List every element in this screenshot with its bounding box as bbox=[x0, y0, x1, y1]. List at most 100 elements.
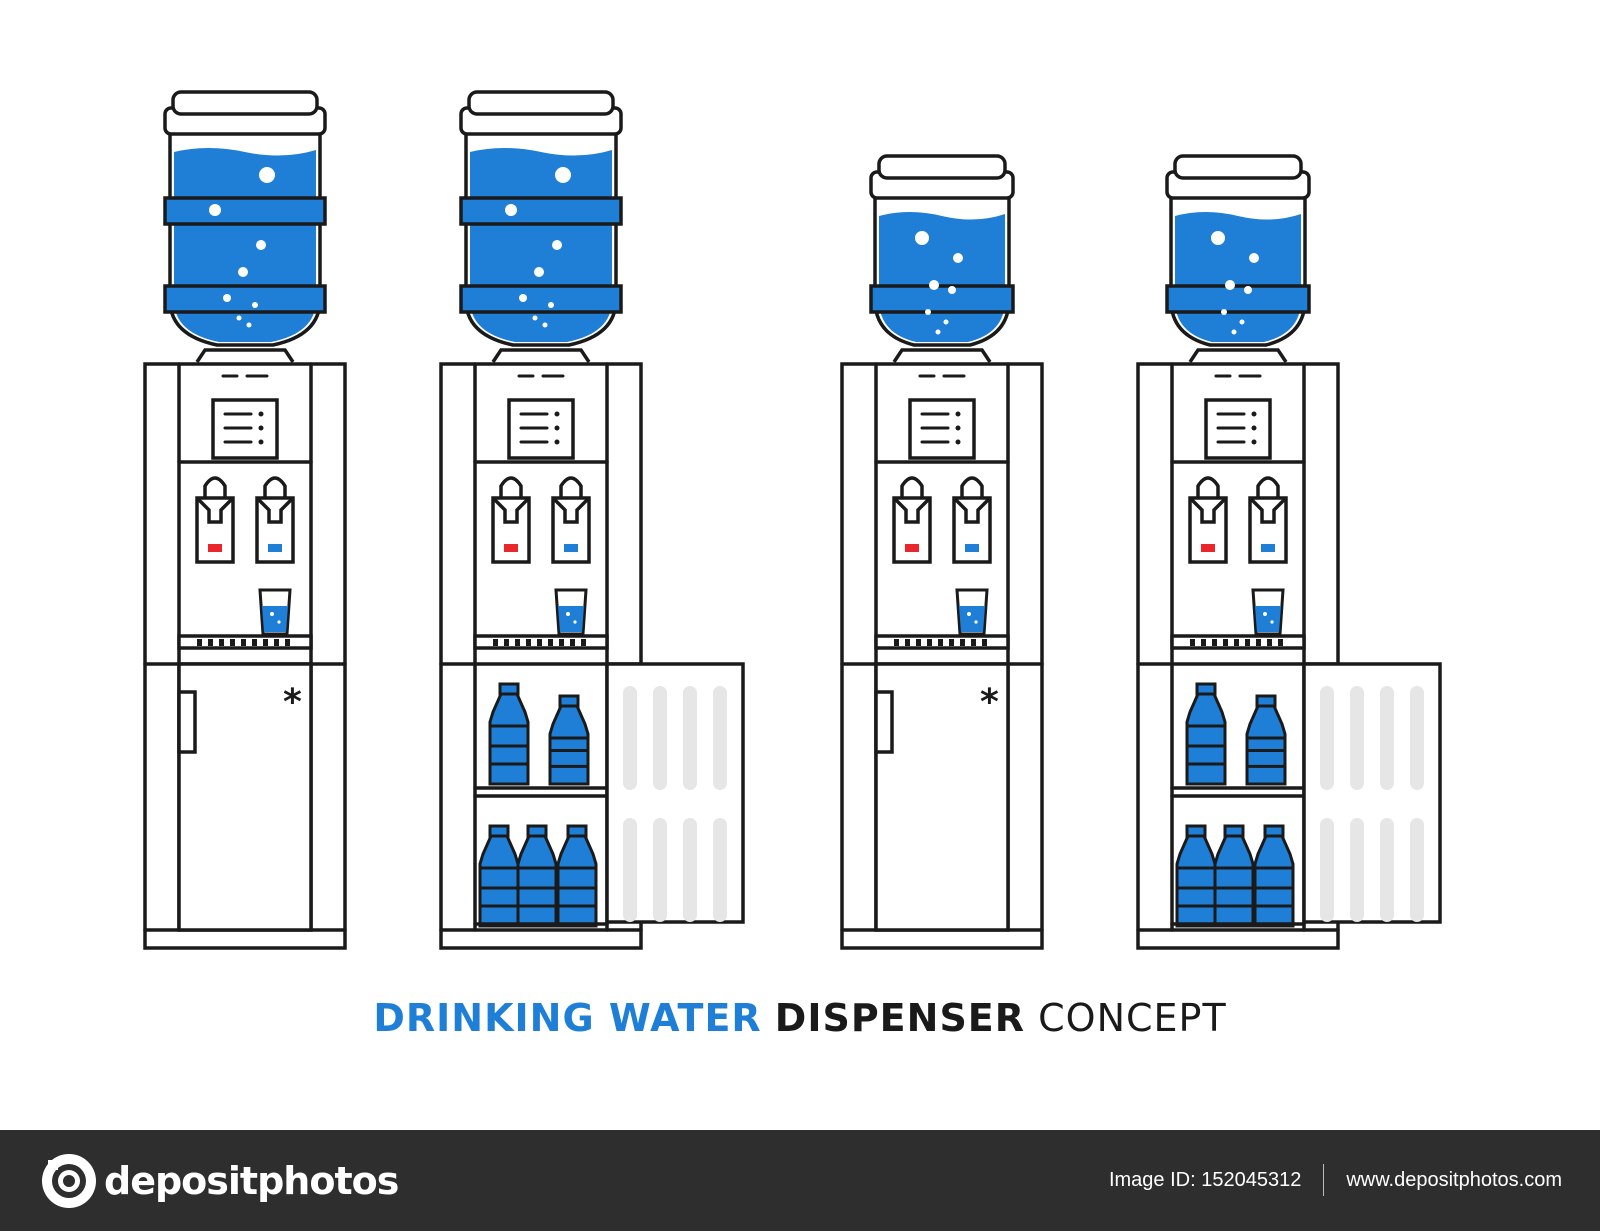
caption-part-1: DRINKING WATER bbox=[373, 996, 762, 1040]
site-url[interactable]: www.depositphotos.com bbox=[1346, 1168, 1562, 1191]
water-bottle bbox=[488, 692, 530, 786]
caption-part-2: DISPENSER bbox=[774, 996, 1026, 1040]
panel-dot bbox=[258, 439, 264, 445]
bubble bbox=[929, 280, 939, 290]
door-vent bbox=[623, 818, 637, 922]
bubble bbox=[566, 612, 570, 616]
bottle-cap-top bbox=[1173, 154, 1303, 180]
bottle-cap-top bbox=[171, 90, 319, 116]
tap-panel bbox=[255, 496, 295, 564]
bubble bbox=[948, 286, 956, 294]
tray-grille bbox=[960, 639, 965, 646]
glass-water bbox=[558, 606, 584, 632]
door-vent bbox=[683, 818, 697, 922]
tap-nozzle bbox=[1188, 496, 1228, 524]
tap-panel bbox=[1248, 496, 1288, 564]
bubble bbox=[505, 204, 517, 216]
footer-divider bbox=[1323, 1164, 1325, 1196]
panel-dot bbox=[1251, 411, 1257, 417]
door-vent bbox=[1380, 818, 1394, 922]
bubble bbox=[1231, 329, 1237, 335]
water-bottle bbox=[1175, 834, 1217, 928]
door-vent bbox=[1320, 686, 1334, 790]
water-dispenser bbox=[1136, 154, 1442, 950]
tap-indicator bbox=[564, 544, 578, 552]
tray-grille bbox=[570, 639, 575, 646]
water-dispenser bbox=[439, 90, 745, 950]
image-id: Image ID: 152045312 bbox=[1108, 1168, 1302, 1191]
bubble bbox=[270, 612, 274, 616]
tray-grille bbox=[894, 639, 899, 646]
bottle-cap-top bbox=[877, 154, 1007, 180]
bottle-collar bbox=[195, 348, 295, 363]
panel-dot bbox=[1251, 425, 1257, 431]
bottle-ring bbox=[459, 284, 623, 314]
tap-panel bbox=[892, 496, 932, 564]
bubble bbox=[573, 620, 577, 624]
tray-grille bbox=[274, 639, 279, 646]
bubble bbox=[935, 329, 941, 335]
tap-panel bbox=[491, 496, 531, 564]
panel-dot bbox=[1251, 439, 1257, 445]
bubble bbox=[1263, 612, 1267, 616]
panel-dot bbox=[554, 439, 560, 445]
door-handle bbox=[177, 690, 197, 754]
bubble bbox=[519, 294, 527, 302]
water-bottle bbox=[1245, 704, 1287, 786]
tap-nozzle bbox=[491, 496, 531, 524]
cabinet-door bbox=[177, 662, 313, 932]
tap-panel bbox=[952, 496, 992, 564]
tap-nozzle bbox=[952, 496, 992, 524]
tap-panel bbox=[195, 496, 235, 564]
tray-grille bbox=[1212, 639, 1217, 646]
tray-grille bbox=[285, 639, 290, 646]
footer-logo[interactable]: depositphotos bbox=[40, 1152, 399, 1210]
bubble bbox=[1211, 231, 1225, 245]
tray-grille bbox=[1245, 639, 1250, 646]
tray-grille bbox=[1234, 639, 1239, 646]
water-bottle bbox=[556, 834, 598, 928]
bottle-ring bbox=[163, 284, 327, 314]
tray-grille bbox=[219, 639, 224, 646]
water-dispenser: * bbox=[840, 154, 1044, 950]
tray-grille bbox=[927, 639, 932, 646]
water-bottle bbox=[1213, 834, 1255, 928]
bottle-collar bbox=[892, 348, 992, 363]
tray-grille bbox=[208, 639, 213, 646]
tap-indicator bbox=[905, 544, 919, 552]
caption-part-3: CONCEPT bbox=[1038, 996, 1227, 1040]
door-vent bbox=[1320, 818, 1334, 922]
panel-dot bbox=[258, 411, 264, 417]
bubble bbox=[236, 315, 242, 321]
panel-dot bbox=[554, 411, 560, 417]
bubble bbox=[925, 309, 931, 315]
tap-nozzle bbox=[195, 496, 235, 524]
tap-nozzle bbox=[1248, 496, 1288, 524]
bottle-water bbox=[1175, 212, 1301, 342]
glass-water bbox=[262, 606, 288, 632]
tap-panel bbox=[1188, 496, 1228, 564]
tap-panel bbox=[551, 496, 591, 564]
tray-grille bbox=[938, 639, 943, 646]
tray-grille bbox=[905, 639, 910, 646]
tray-grille bbox=[971, 639, 976, 646]
door-vent bbox=[1350, 686, 1364, 790]
bubble bbox=[259, 167, 275, 183]
brand-name: depositphotos bbox=[104, 1159, 399, 1203]
bottle-ring bbox=[459, 196, 623, 226]
tray-grille bbox=[1223, 639, 1228, 646]
tap-indicator bbox=[965, 544, 979, 552]
footer-bar: depositphotos Image ID: 152045312 www.de… bbox=[0, 1130, 1600, 1231]
tray-grille bbox=[1190, 639, 1195, 646]
door-vent bbox=[713, 818, 727, 922]
door-vent bbox=[1380, 686, 1394, 790]
bubble bbox=[1244, 286, 1252, 294]
panel-dot bbox=[554, 425, 560, 431]
tray-grille bbox=[559, 639, 564, 646]
tray-grille bbox=[1278, 639, 1283, 646]
water-bottle bbox=[1253, 834, 1295, 928]
tray-grille bbox=[916, 639, 921, 646]
bubble bbox=[1249, 253, 1259, 263]
door-vent bbox=[653, 818, 667, 922]
bubble bbox=[252, 302, 258, 308]
